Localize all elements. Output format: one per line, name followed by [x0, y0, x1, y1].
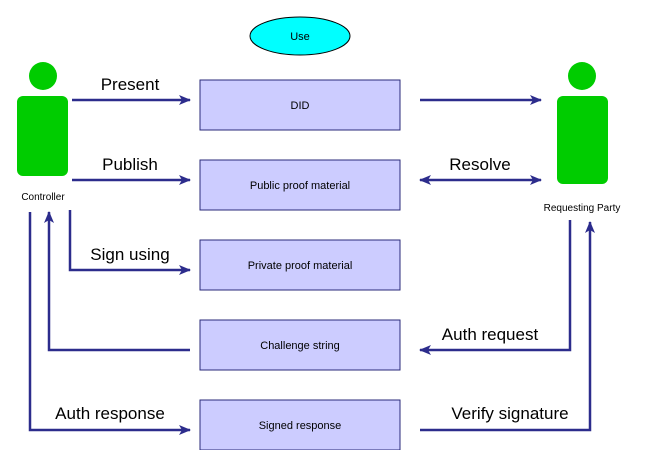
label-publish: Publish: [102, 155, 158, 174]
controller-actor: Controller: [17, 62, 68, 203]
controller-body: [17, 96, 68, 176]
label-resolve: Resolve: [449, 155, 510, 174]
box-private-proof: Private proof material: [199, 239, 401, 291]
label-auth-response: Auth response: [55, 404, 165, 423]
label-verify-signature: Verify signature: [451, 404, 568, 423]
controller-label: Controller: [21, 192, 65, 203]
box-public-proof: Public proof material: [199, 159, 401, 211]
controller-head: [29, 62, 57, 90]
label-present: Present: [101, 75, 160, 94]
requesting-party-label: Requesting Party: [544, 203, 621, 214]
label-sign-using: Sign using: [90, 245, 169, 264]
box-did: DID: [199, 79, 401, 131]
arrow-challenge-to-controller: [44, 211, 190, 352]
box-challenge-string: Challenge string: [199, 319, 401, 371]
label-auth-request: Auth request: [442, 325, 539, 344]
requesting-party-body: [557, 96, 608, 184]
box-signed-response: Signed response: [199, 399, 401, 450]
box-signed-response-label: Signed response: [259, 420, 342, 432]
box-private-proof-label: Private proof material: [248, 260, 353, 272]
arrow-auth-request: [419, 220, 572, 355]
arrow-sign-using: [68, 210, 191, 275]
box-public-proof-label: Public proof material: [250, 180, 350, 192]
requesting-party-head: [568, 62, 596, 90]
arrow-verify-signature: [420, 221, 595, 432]
arrow-auth-response: [28, 212, 191, 435]
box-did-label: DID: [291, 100, 310, 112]
box-challenge-string-label: Challenge string: [260, 340, 340, 352]
title-label: Use: [290, 31, 310, 43]
title-ellipse: [249, 16, 351, 56]
requesting-party-actor: Requesting Party: [544, 62, 621, 214]
title-node: Use: [249, 16, 351, 56]
